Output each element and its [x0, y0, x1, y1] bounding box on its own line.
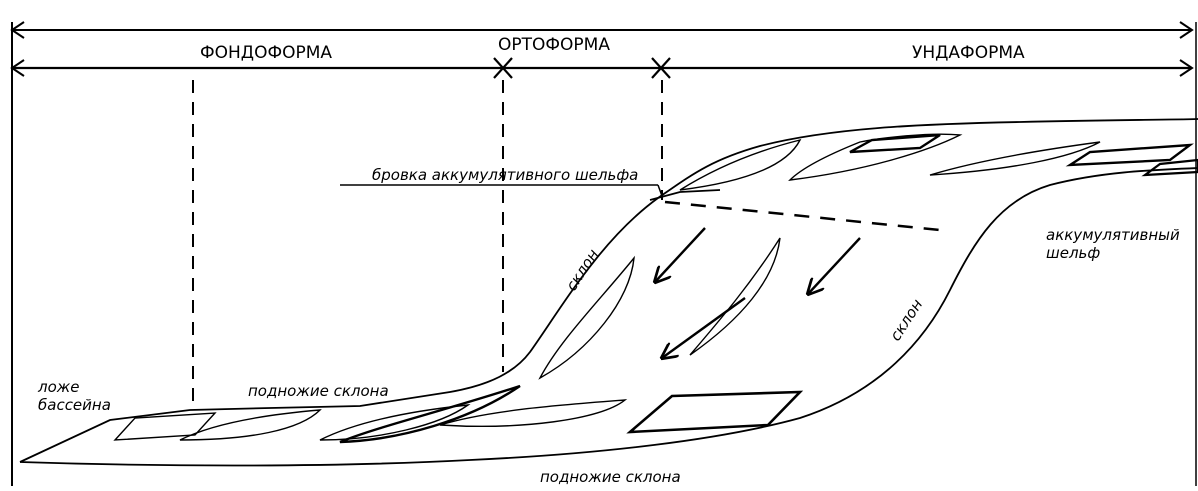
label-shelf-line1: аккумулятивный [1046, 226, 1180, 244]
label-basin-line1: ложе [37, 378, 80, 396]
label-undaforma: УНДАФОРМА [912, 43, 1025, 63]
label-shelf-edge: бровка аккумулятивного шельфа [372, 166, 638, 184]
shelf-surface-dashed [665, 202, 940, 230]
label-ortoforma: ОРТОФОРМА [498, 35, 610, 55]
label-shelf-line2: шельф [1046, 244, 1100, 262]
label-foot-lower: подножие склона [540, 468, 681, 486]
label-foot-upper: подножие склона [248, 382, 389, 400]
label-fondoforma: ФОНДОФОРМА [200, 43, 332, 63]
label-slope-upper: склон [562, 246, 602, 294]
label-basin-line2: бассейна [38, 396, 111, 414]
